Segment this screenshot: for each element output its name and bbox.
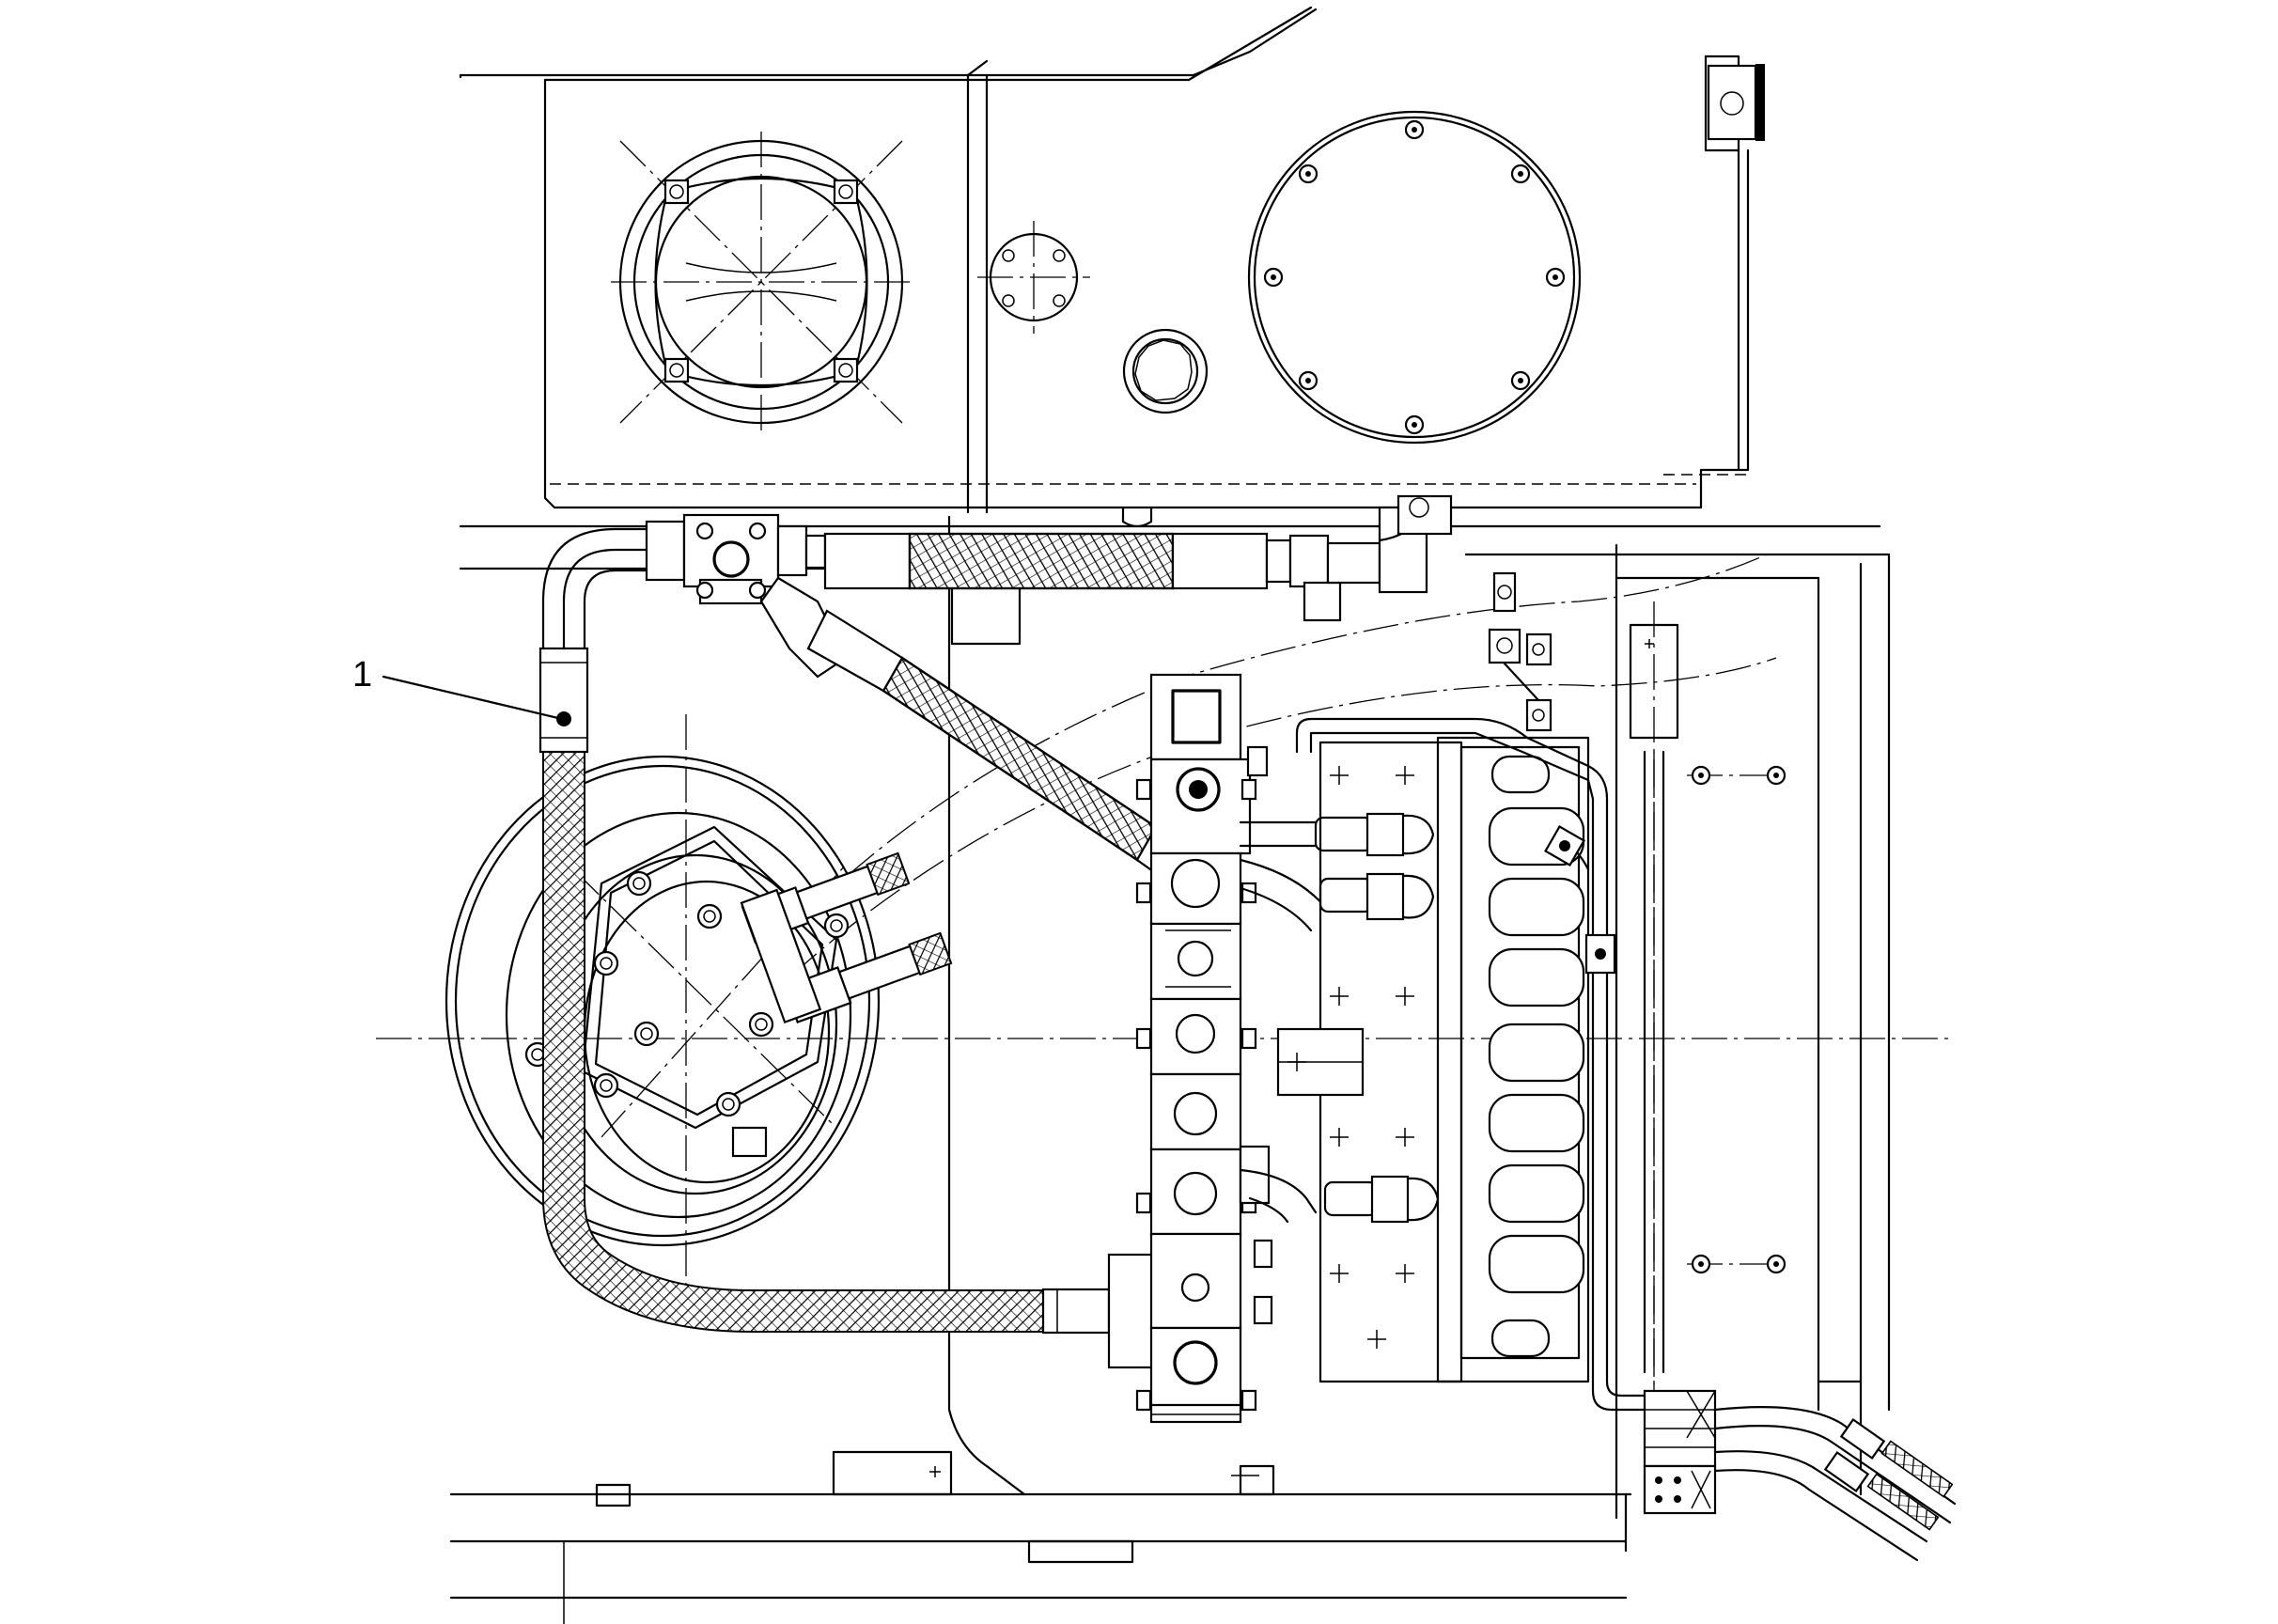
valve-block bbox=[1135, 673, 1273, 1424]
callout-1: 1 bbox=[352, 655, 564, 721]
round-cover-left bbox=[611, 132, 912, 432]
motor-bolt bbox=[524, 870, 850, 1117]
connector-block bbox=[1643, 1389, 1957, 1562]
inspection-cover bbox=[1247, 110, 1582, 445]
pilot-line bbox=[1295, 571, 1656, 1412]
solenoid-manifold bbox=[1276, 736, 1655, 1419]
callout-label: 1 bbox=[352, 655, 372, 695]
valve-pipes bbox=[1239, 812, 1440, 1224]
flange-bolt bbox=[663, 179, 859, 383]
drain-plug bbox=[1122, 328, 1209, 414]
upper-tank-housing bbox=[459, 6, 1765, 514]
swing-motor bbox=[445, 755, 953, 1247]
small-port-plate bbox=[977, 221, 1090, 334]
diagonal-hose bbox=[759, 576, 1191, 885]
frame-bolts bbox=[1691, 765, 1787, 1274]
plus-marks bbox=[1330, 766, 1414, 1349]
cover-bolt bbox=[1263, 119, 1566, 435]
upper-hose bbox=[645, 494, 1453, 622]
solenoid-coil bbox=[1488, 806, 1585, 1294]
